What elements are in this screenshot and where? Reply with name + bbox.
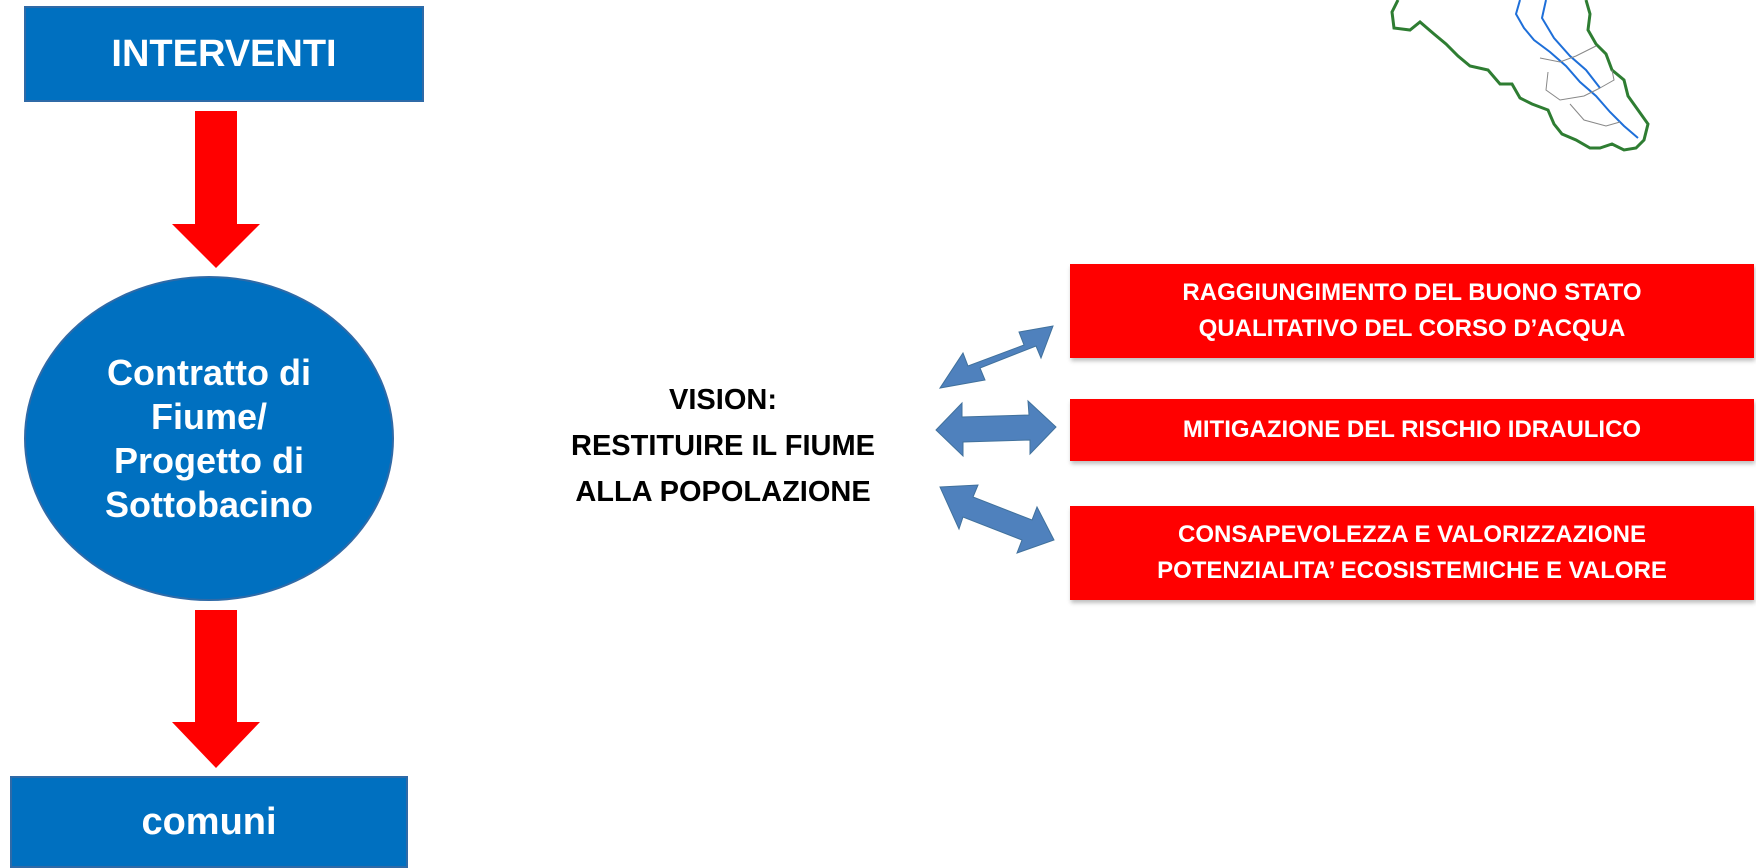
double-arrow-icon-3 xyxy=(939,484,1055,554)
comuni-label: comuni xyxy=(141,800,277,843)
down-arrow-icon-top xyxy=(172,111,260,268)
goal-box-hydraulic-risk: MITIGAZIONE DEL RISCHIO IDRAULICO xyxy=(1070,399,1754,461)
goal-box-ecosystem-awareness: CONSAPEVOLEZZA E VALORIZZAZIONE POTENZIA… xyxy=(1070,506,1754,600)
double-arrow-icon-2 xyxy=(935,399,1057,458)
contratto-di-fiume-circle: Contratto di Fiume/ Progetto di Sottobac… xyxy=(24,276,394,601)
interventi-label: INTERVENTI xyxy=(111,32,337,75)
goal-label-hydraulic-risk: MITIGAZIONE DEL RISCHIO IDRAULICO xyxy=(1182,416,1642,443)
contratto-di-fiume-label: Contratto di Fiume/ Progetto di Sottobac… xyxy=(105,351,313,525)
goal-label-water-quality: RAGGIUNGIMENTO DEL BUONO STATO QUALITATI… xyxy=(1182,279,1642,342)
river-basin-map-icon xyxy=(1390,0,1650,152)
interventi-box: INTERVENTI xyxy=(24,6,424,102)
down-arrow-icon-bottom xyxy=(172,610,260,768)
double-arrow-icon-1 xyxy=(938,325,1054,389)
comuni-box: comuni xyxy=(10,776,408,868)
goal-box-water-quality: RAGGIUNGIMENTO DEL BUONO STATO QUALITATI… xyxy=(1070,264,1754,358)
vision-text: VISION: RESTITUIRE IL FIUME ALLA POPOLAZ… xyxy=(571,384,875,508)
goal-label-ecosystem-awareness: CONSAPEVOLEZZA E VALORIZZAZIONE POTENZIA… xyxy=(1157,521,1667,584)
